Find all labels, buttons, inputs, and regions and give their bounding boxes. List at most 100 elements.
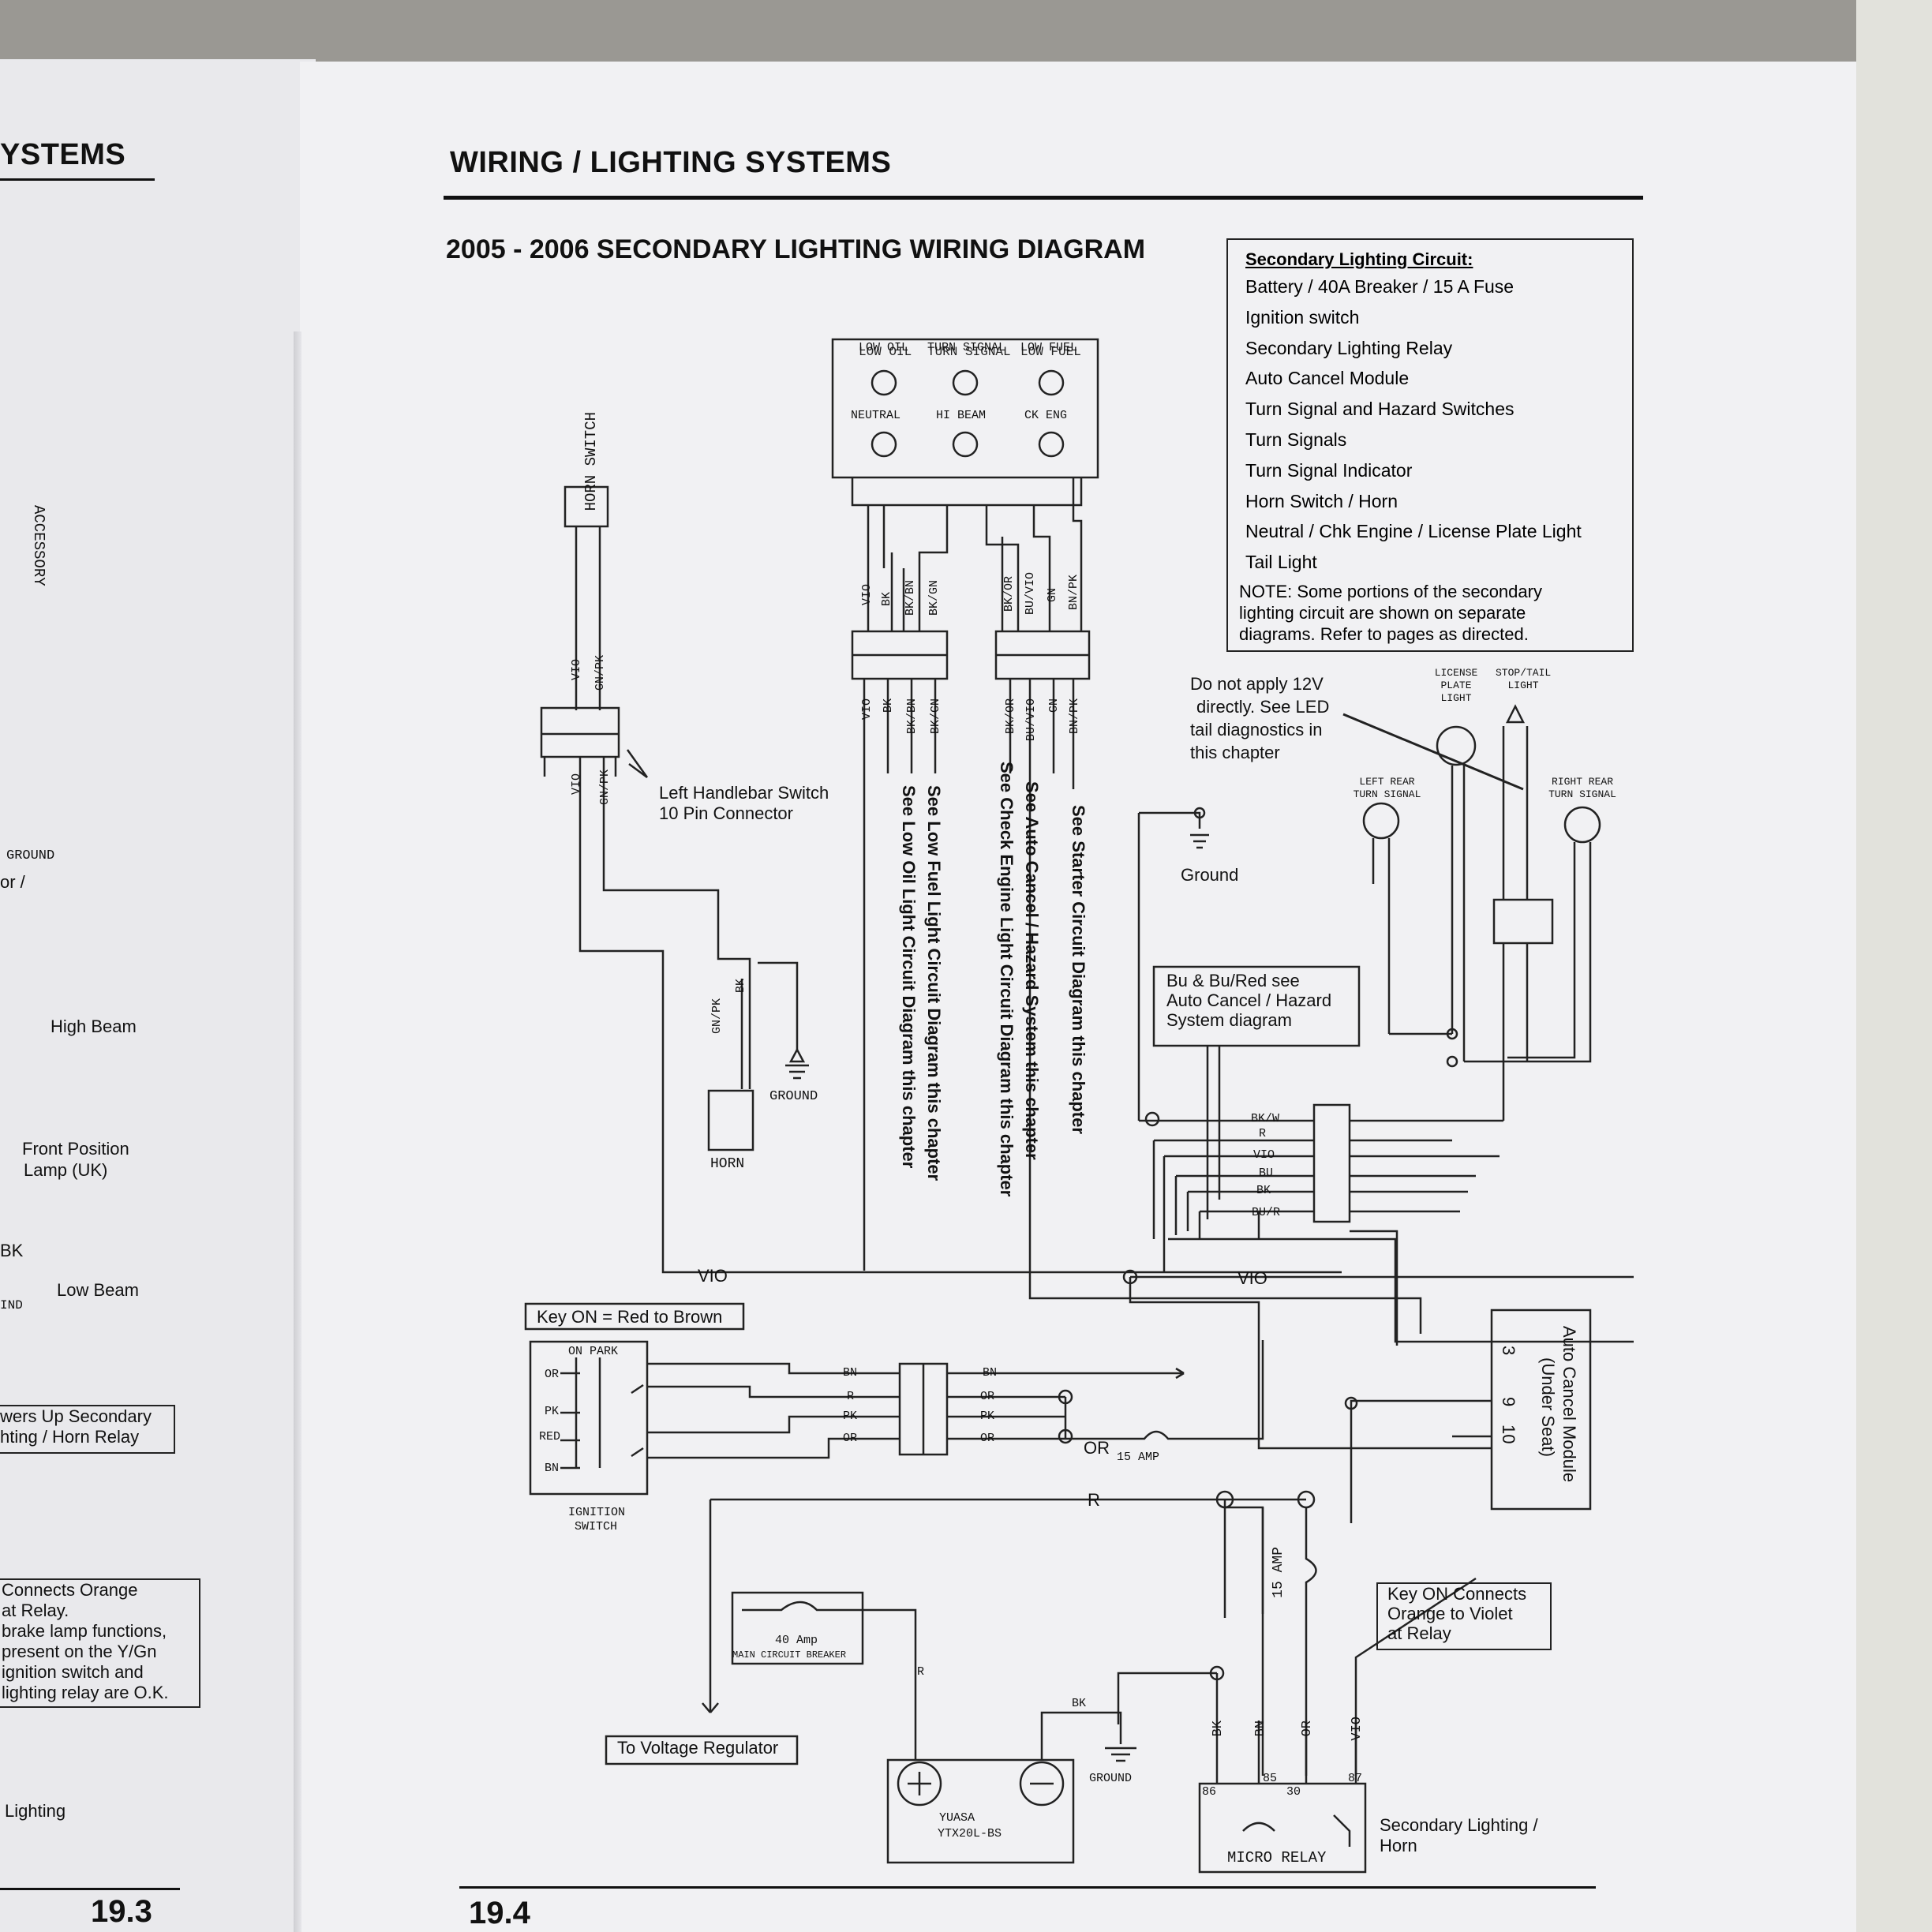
bu-note-line: System diagram [1166, 1010, 1292, 1030]
header-rule [444, 196, 1643, 200]
relay-pin-86: 86 [1202, 1785, 1217, 1799]
relay-wire-bn: BN [1253, 1720, 1268, 1737]
ign-pin-pk: PK [545, 1405, 560, 1418]
key-on-connects-box [1376, 1582, 1552, 1650]
wire-label-bkbn: BK/BN [904, 580, 917, 616]
circuit-note-line: NOTE: Some portions of the secondary [1239, 582, 1542, 601]
circuit-legend-note: NOTE: Some portions of the secondary lig… [1239, 581, 1542, 645]
conn-wire-vio: VIO [1253, 1148, 1275, 1162]
bu-note-line: Auto Cancel / Hazard [1166, 990, 1332, 1010]
led-note: Do not apply 12V directly. See LED tail … [1190, 672, 1329, 764]
stop-tail-label: STOP/TAIL LIGHT [1496, 667, 1552, 691]
horn-ground-label: GROUND [769, 1089, 818, 1104]
wire-label-gn: GN [1046, 588, 1059, 603]
wire-label-buvio-lower: BU/VIO [1024, 698, 1038, 742]
fuse-15a-label: 15 AMP [1117, 1451, 1160, 1464]
indicator-ck-eng: CK ENG [1024, 409, 1068, 422]
conn-wire-bur: BU/R [1252, 1206, 1281, 1219]
ign-wire-bn: BN [843, 1366, 858, 1380]
circuit-note-line: diagrams. Refer to pages as directed. [1239, 624, 1529, 644]
wire-label-gn-lower: GN [1047, 698, 1061, 713]
vio-label-left: VIO [698, 1266, 728, 1286]
relay-wire-bk: BK [1211, 1720, 1226, 1737]
acm-label-2: (Under Seat) [1538, 1357, 1558, 1457]
circuit-legend-item: Secondary Lighting Relay [1245, 337, 1453, 358]
ign-wire-bn-out: BN [983, 1366, 998, 1380]
conn-wire-bkw: BK/W [1251, 1112, 1280, 1125]
acm-label-1: Auto Cancel Module [1559, 1326, 1579, 1483]
wire-label-buvio: BU/VIO [1024, 572, 1037, 616]
left-note2-line: lighting relay are O.K. [2, 1683, 169, 1702]
footer-rule [459, 1886, 1596, 1889]
circuit-legend-item: Turn Signal Indicator [1245, 459, 1413, 481]
low-beam-label: Low Beam [57, 1280, 139, 1300]
wire-label-vio-lower: VIO [860, 698, 874, 721]
on-park-label: ON PARK [568, 1345, 619, 1358]
indicator-panel-outline [831, 338, 1099, 479]
handlebar-wire-vio: VIO [570, 773, 583, 796]
left-note2: Connects Orange at Relay. brake lamp fun… [2, 1580, 169, 1703]
breaker-label-2: MAIN CIRCUIT BREAKER [732, 1649, 847, 1661]
left-page-number: 19.3 [91, 1894, 152, 1929]
wire-label-vio: VIO [860, 584, 874, 606]
circuit-legend-item: Auto Cancel Module [1245, 368, 1410, 389]
left-note2-line: ignition switch and [2, 1662, 144, 1682]
ign-wire-r: R [847, 1390, 855, 1403]
indicator-low-oil: LOW OIL [859, 341, 909, 354]
indicator-neutral: NEUTRAL [851, 409, 901, 422]
background-surface-right [1856, 0, 1932, 1932]
battery-label-1: YUASA [939, 1811, 975, 1825]
wire-label-bkbn-lower: BK/BN [905, 698, 919, 735]
ignition-switch-label: IGNITION SWITCH [568, 1506, 626, 1533]
battery-ground-label: GROUND [1089, 1772, 1133, 1785]
ign-wire-or: OR [843, 1432, 858, 1445]
left-note2-line: brake lamp functions, [2, 1621, 167, 1641]
horn-switch-label: HORN SWITCH [582, 412, 600, 511]
micro-relay-label: MICRO RELAY [1227, 1849, 1327, 1866]
handlebar-label-2: 10 Pin Connector [659, 803, 793, 823]
indicator-lamps [871, 369, 1065, 458]
page-header: WIRING / LIGHTING SYSTEMS [450, 146, 892, 179]
circuit-legend-item: Turn Signal and Hazard Switches [1245, 399, 1515, 420]
wire-label-bnpk: BN/PK [1067, 575, 1080, 611]
ref-low-oil: See Low Oil Light Circuit Diagram this c… [899, 785, 919, 1169]
fuse-15a-vertical: 15 AMP [1271, 1547, 1286, 1598]
led-note-line: this chapter [1190, 743, 1280, 762]
bu-note: Bu & Bu/Red see Auto Cancel / Hazard Sys… [1166, 971, 1331, 1030]
led-note-line: Do not apply 12V [1190, 674, 1324, 694]
relay-pin-85: 85 [1263, 1772, 1278, 1785]
svg-label: LOW OIL [859, 345, 912, 359]
high-beam-label: High Beam [51, 1017, 137, 1036]
breaker-wire-r: R [917, 1665, 925, 1679]
to-voltage-regulator: To Voltage Regulator [617, 1738, 779, 1758]
breaker-label-1: 40 Amp [775, 1634, 818, 1647]
ref-auto-cancel: See Auto Cancel / Hazard System this cha… [1022, 781, 1042, 1160]
left-note-box-2 [0, 1578, 200, 1708]
ref-starter: See Starter Circuit Diagram this chapter [1069, 805, 1088, 1134]
key-on-connects-line: Orange to Violet [1387, 1604, 1513, 1623]
indicator-low-fuel: LOW FUEL [1020, 341, 1078, 354]
key-on-label: Key ON = Red to Brown [537, 1307, 723, 1327]
circuit-legend-item: Tail Light [1245, 552, 1317, 573]
circuit-legend-item: Battery / 40A Breaker / 15 A Fuse [1245, 276, 1515, 297]
license-plate-label: LICENSE PLATE LIGHT [1434, 667, 1478, 704]
circuit-legend-item: Neutral / Chk Engine / License Plate Lig… [1245, 521, 1582, 542]
ground-label: Ground [1181, 865, 1239, 885]
ign-wire-pk: PK [843, 1410, 858, 1423]
secondary-lighting-label-2: Horn [1380, 1836, 1417, 1855]
horn-feed-gnpk: GN/PK [710, 998, 724, 1035]
wire-label-bk: BK [880, 592, 893, 607]
acm-pin-10: 10 [1499, 1425, 1518, 1444]
left-note1-line2: hting / Horn Relay [0, 1427, 140, 1447]
left-ground-label: GROUND [6, 848, 55, 863]
left-note1-line1: wers Up Secondary [0, 1406, 152, 1426]
key-on-connects-line: Key ON Connects [1387, 1584, 1527, 1604]
relay-wire-or: OR [1300, 1720, 1315, 1737]
indicator-hi-beam: HI BEAM [936, 409, 987, 422]
svg-label: TURN SIGNAL [927, 345, 1011, 359]
left-lighting-label: Lighting [5, 1801, 66, 1821]
wire-label-bk-lower: BK [882, 698, 895, 713]
horn-wire-vio: VIO [570, 659, 583, 681]
